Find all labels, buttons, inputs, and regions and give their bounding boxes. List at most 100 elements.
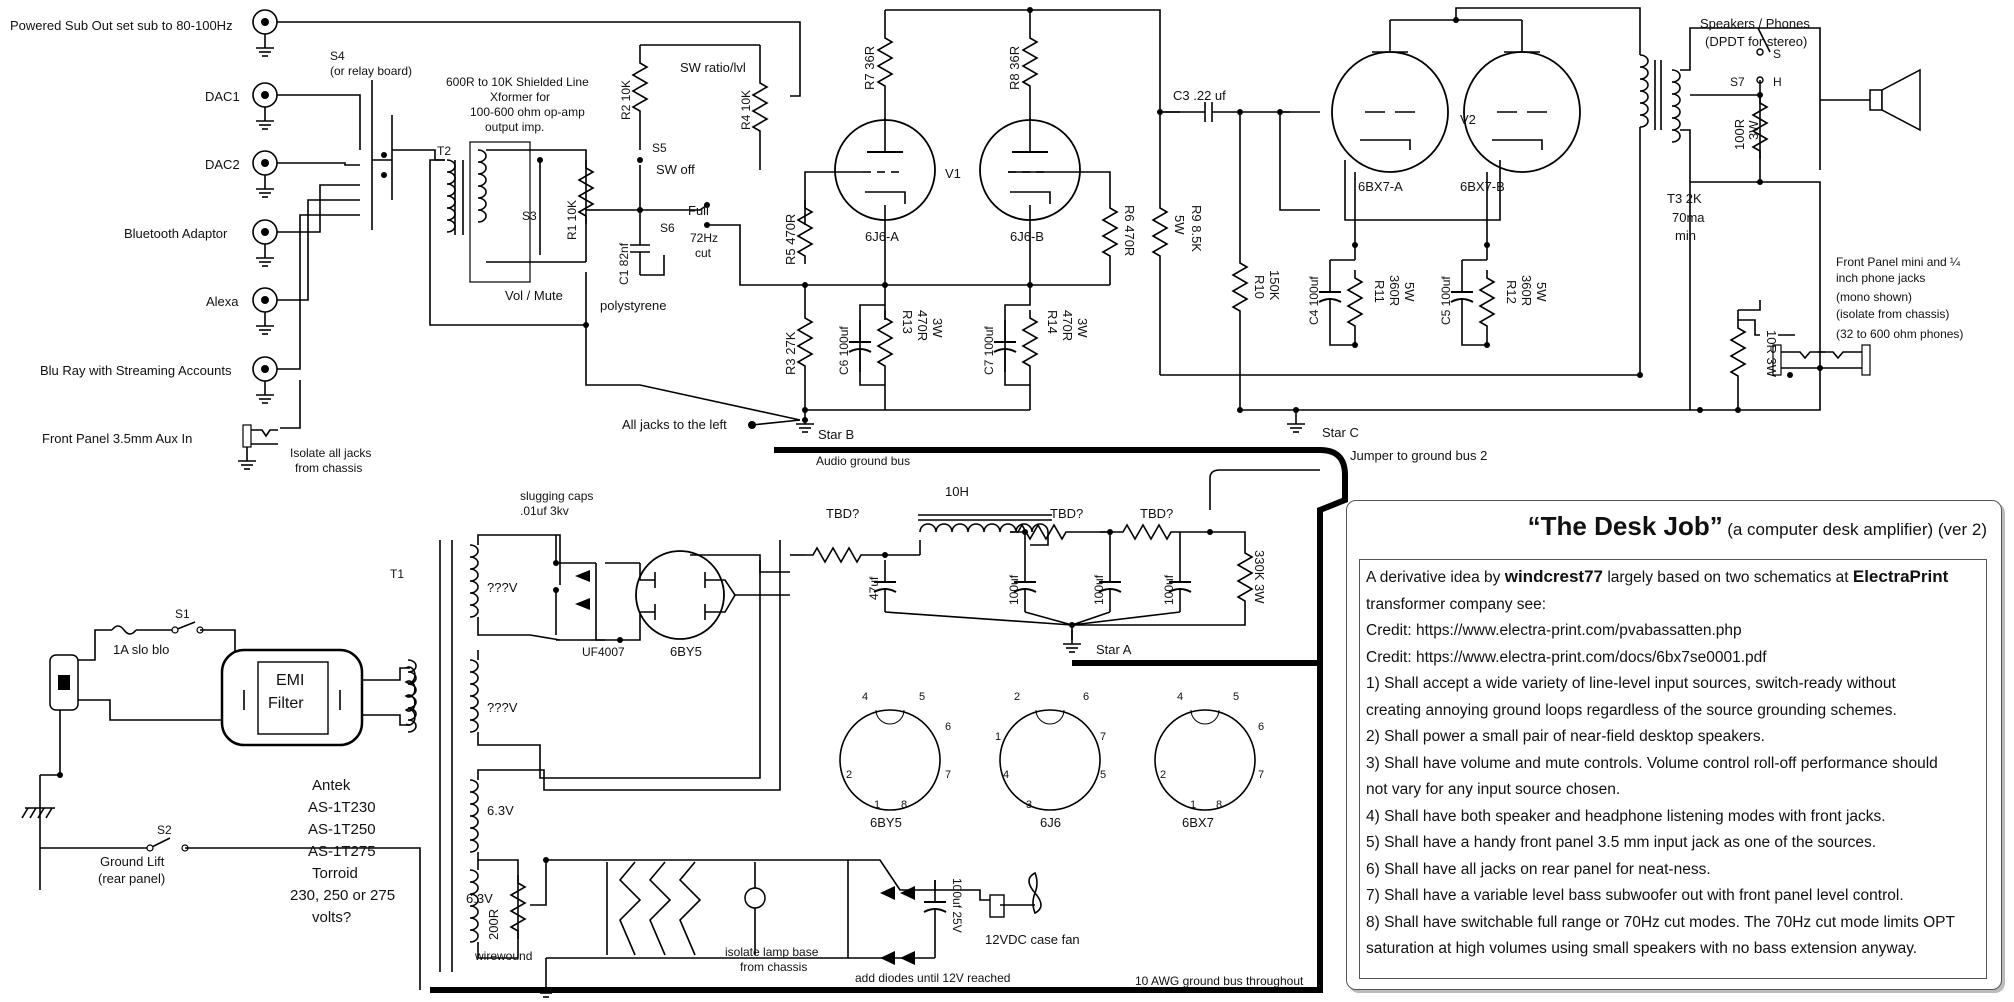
label-r10a: R10 [1252, 275, 1267, 299]
label-isolate-a: Isolate all jacks [290, 446, 371, 460]
label-v1: V1 [945, 166, 961, 181]
pin-6j6-4: 4 [1003, 769, 1009, 781]
label-vq1: ???V [487, 580, 518, 595]
label-c7: C7 100uf [982, 326, 996, 375]
label-sub-out: Powered Sub Out set sub to 80-100Hz [10, 18, 233, 33]
label-xfmr-a: 600R to 10K Shielded Line [446, 75, 589, 89]
label-t3a: T3 2K [1667, 191, 1702, 206]
label-xfmr-b: Xformer for [490, 90, 550, 104]
label-r5: R5 470R [783, 214, 798, 265]
label-diodes-note: add diodes until 12V reached [855, 971, 1010, 985]
label-fan: 12VDC case fan [985, 932, 1080, 947]
label-330k: 330K 3W [1252, 550, 1267, 604]
requirement-6: 6) Shall have all jacks on rear panel fo… [1366, 860, 1711, 878]
pin-6j6-7: 7 [1100, 731, 1106, 743]
page-subtitle: (a computer desk amplifier) (ver 2) [1727, 520, 1987, 539]
label-s5: S5 [652, 141, 667, 155]
label-r3: R3 27K [783, 331, 798, 375]
label-72hz: 72Hz [690, 231, 718, 245]
preamp-v1-section [748, 7, 1180, 433]
line-transformer-section [429, 44, 801, 421]
label-r14c: 3W [1075, 318, 1090, 338]
label-c3: C3 .22 uf [1173, 88, 1226, 103]
requirement-1a: 1) Shall accept a wide variety of line-l… [1366, 675, 1896, 692]
label-dpdt: (DPDT for stereo) [1705, 34, 1807, 49]
pin-6bx7-8: 8 [1216, 799, 1222, 811]
pin-6bx7-5: 5 [1233, 691, 1239, 703]
label-r10b: 150K [1267, 270, 1282, 301]
label-tbd3: TBD? [1140, 506, 1173, 521]
label-dac2: DAC2 [205, 157, 240, 172]
label-bus-note: 10 AWG ground bus throughout [1135, 974, 1304, 988]
pin-6by5-5: 5 [919, 691, 925, 703]
label-star-a: Star A [1096, 642, 1132, 657]
label-bluetooth: Bluetooth Adaptor [124, 226, 228, 241]
output-section [1690, 27, 1921, 413]
label-aux: Front Panel 3.5mm Aux In [42, 431, 192, 446]
label-speakers: Speakers / Phones [1700, 16, 1810, 31]
label-c5: C5 100uf [1439, 276, 1453, 325]
ground-buses [430, 447, 1348, 993]
pin-6bx7-6: 6 [1258, 721, 1264, 733]
label-gl-a: Ground Lift [100, 854, 165, 869]
label-fp-e: (32 to 600 ohm phones) [1836, 327, 1963, 341]
label-6bx7a: 6BX7-A [1358, 179, 1403, 194]
label-gl-b: (rear panel) [98, 871, 165, 886]
intro-b: largely based on two schematics at [1607, 569, 1849, 586]
requirement-4: 4) Shall have both speaker and headphone… [1366, 807, 1886, 825]
label-r1: R1 10K [565, 200, 579, 240]
pin-6bx7-2: 2 [1160, 769, 1166, 781]
label-s4b: (or relay board) [330, 64, 412, 78]
label-t3b: 70ma [1672, 210, 1705, 225]
label-antek-f: 230, 250 or 275 [290, 887, 395, 904]
credit-2: Credit: https://www.electra-print.com/do… [1366, 648, 1767, 666]
label-antek-d: AS-1T275 [308, 843, 376, 860]
label-star-c: Star C [1322, 425, 1359, 440]
label-100uf-25v: 100uf 25V [950, 878, 964, 933]
label-t1: T1 [390, 567, 404, 581]
label-r12c: 5W [1534, 282, 1549, 302]
label-100r: 100R [1732, 119, 1747, 150]
requirement-8b: saturation at high volumes using small s… [1366, 940, 1918, 957]
label-r12a: R12 [1504, 280, 1519, 304]
label-r2: R2 10K [619, 80, 633, 120]
requirement-5: 5) Shall have a handy front panel 3.5 mm… [1366, 834, 1877, 851]
label-star-b: Star B [818, 427, 854, 442]
label-uf4007: UF4007 [582, 645, 625, 659]
pin-6j6-5: 5 [1100, 769, 1106, 781]
label-t3c: min [1675, 228, 1696, 243]
requirements-list: A derivative idea by windcrest77 largely… [1359, 559, 1987, 979]
label-lamp-b: from chassis [740, 960, 807, 974]
label-r11b: 360R [1387, 275, 1402, 306]
label-antek-a: Antek [312, 777, 351, 794]
label-c4: C4 100uf [1307, 276, 1321, 325]
label-h: H [1773, 75, 1782, 89]
label-sw-off: SW off [656, 162, 695, 177]
label-s6: S6 [660, 221, 675, 235]
label-r9a: R9 8.5K [1189, 205, 1204, 252]
requirement-8a: 8) Shall have switchable full range or 7… [1366, 913, 1955, 931]
label-tbd2: TBD? [1050, 506, 1083, 521]
label-6bx7b: 6BX7-B [1460, 179, 1505, 194]
label-jumper: Jumper to ground bus 2 [1350, 448, 1487, 463]
label-100uf-b: 100uf [1092, 574, 1106, 605]
pin-6by5-1: 1 [874, 799, 880, 811]
label-fp-c: (mono shown) [1836, 290, 1912, 304]
author-name: windcrest77 [1504, 567, 1603, 586]
label-r14a: R14 [1045, 310, 1060, 334]
label-r13a: R13 [900, 310, 915, 334]
label-r14b: 470R [1060, 310, 1075, 341]
requirement-7: 7) Shall have a variable level bass subw… [1366, 887, 1904, 904]
label-fuse: 1A slo blo [113, 642, 169, 657]
label-r13b: 470R [915, 310, 930, 341]
pin-6j6-2: 2 [1014, 691, 1020, 703]
label-100uf-c: 100uf [1162, 574, 1176, 605]
label-6j6b: 6J6-B [1010, 229, 1044, 244]
intro-c: transformer company see: [1366, 595, 1547, 613]
label-antek-g: volts? [312, 909, 351, 926]
pin-6by5-6: 6 [945, 721, 951, 733]
label-r12b: 360R [1519, 275, 1534, 306]
label-all-jacks: All jacks to the left [622, 417, 727, 432]
requirement-3b: not vary for any input source chosen. [1366, 781, 1621, 798]
